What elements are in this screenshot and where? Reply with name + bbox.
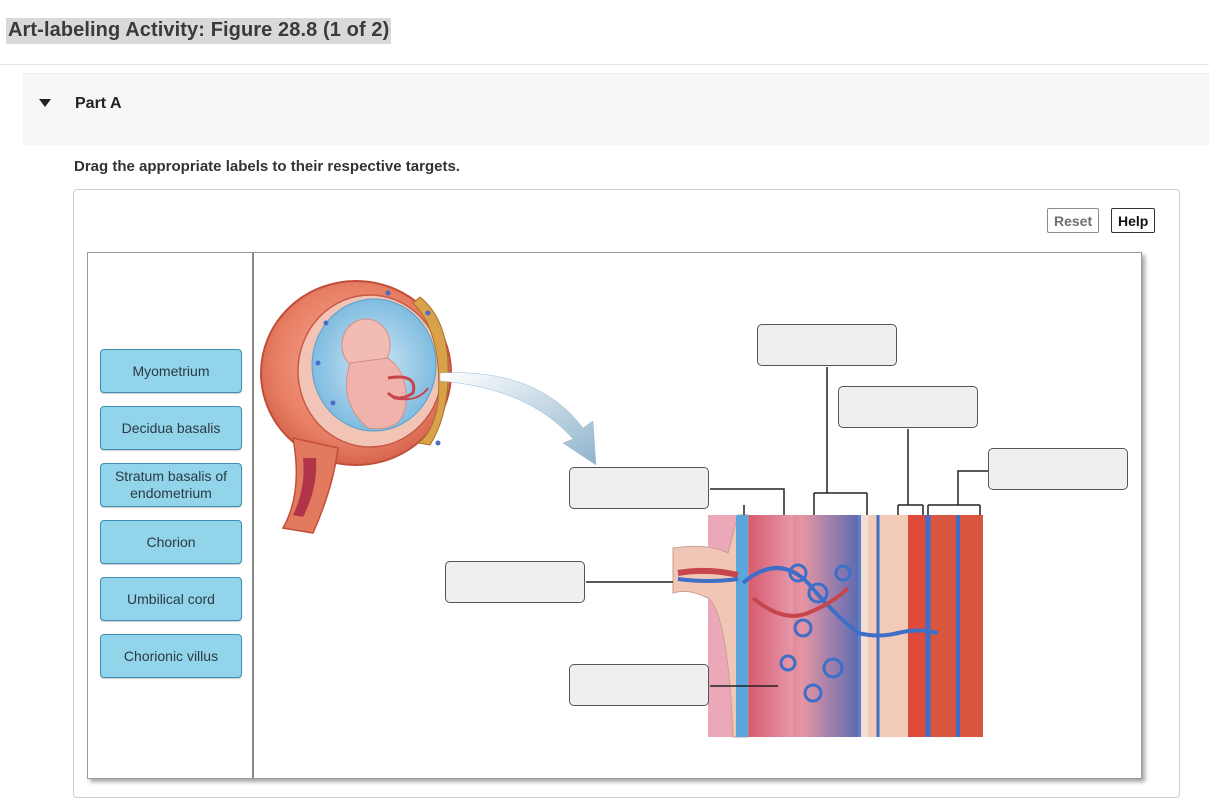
drag-label-chorion[interactable]: Chorion <box>100 520 242 564</box>
drop-target-5[interactable] <box>445 561 585 603</box>
instructions-text: Drag the appropriate labels to their res… <box>74 158 460 175</box>
drop-target-6[interactable] <box>569 664 709 706</box>
drag-label-chorionic-villus[interactable]: Chorionic villus <box>100 634 242 678</box>
uterus-illustration <box>260 280 452 534</box>
drag-label-myometrium[interactable]: Myometrium <box>100 349 242 393</box>
help-button[interactable]: Help <box>1111 208 1155 233</box>
drop-target-4[interactable] <box>569 467 709 509</box>
part-label: Part A <box>75 95 122 112</box>
drag-label-stratum-basalis[interactable]: Stratum basalis of endometrium <box>100 463 242 507</box>
label-bank: Myometrium Decidua basalis Stratum basal… <box>88 253 254 778</box>
placenta-cross-section <box>672 514 983 738</box>
placenta-figure <box>260 280 988 738</box>
drag-label-umbilical-cord[interactable]: Umbilical cord <box>100 577 242 621</box>
labeling-workspace: Myometrium Decidua basalis Stratum basal… <box>87 252 1142 779</box>
reset-button[interactable]: Reset <box>1047 208 1099 233</box>
drop-target-2[interactable] <box>838 386 978 428</box>
drag-label-decidua-basalis[interactable]: Decidua basalis <box>100 406 242 450</box>
leader-lines <box>586 367 988 687</box>
part-a-header[interactable]: Part A <box>23 73 1209 145</box>
title-divider <box>0 64 1209 65</box>
page-title: Art-labeling Activity: Figure 28.8 (1 of… <box>6 18 392 44</box>
caret-down-icon[interactable] <box>39 99 51 107</box>
drop-target-3[interactable] <box>988 448 1128 490</box>
drop-target-1[interactable] <box>757 324 897 366</box>
curved-arrow-icon <box>439 372 597 466</box>
